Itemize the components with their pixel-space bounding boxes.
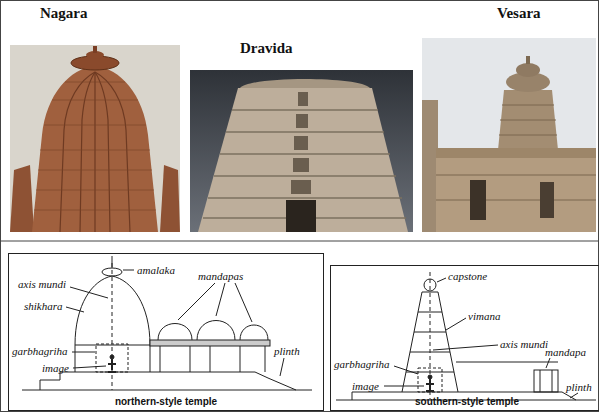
part-label: amalaka bbox=[137, 264, 175, 276]
style-title: Dravida bbox=[240, 40, 293, 57]
style-title: Vesara bbox=[497, 5, 541, 22]
dravida-photo bbox=[190, 70, 413, 232]
part-label: plinth bbox=[274, 345, 300, 357]
diagram-panel: northern-style temple bbox=[8, 253, 324, 411]
part-label: capstone bbox=[448, 270, 487, 282]
panel-caption: southern-style temple bbox=[331, 396, 599, 407]
panel-caption: northern-style temple bbox=[9, 396, 323, 407]
northern-temple-drawing bbox=[22, 256, 312, 390]
part-label: image bbox=[352, 380, 379, 392]
part-label: garbhagriha bbox=[334, 358, 390, 370]
part-label: mandapa bbox=[545, 346, 586, 358]
style-title: Nagara bbox=[40, 5, 88, 22]
part-label: garbhagriha bbox=[12, 345, 68, 357]
part-label: image bbox=[42, 362, 69, 374]
part-label: axis mundi bbox=[500, 338, 548, 350]
nagara-photo bbox=[10, 45, 180, 232]
southern-temple-drawing bbox=[336, 272, 596, 400]
part-label: mandapas bbox=[198, 270, 243, 282]
part-label: shikhara bbox=[24, 300, 63, 312]
vesara-photo bbox=[422, 38, 596, 232]
part-label: plinth bbox=[566, 381, 592, 393]
part-label: vimana bbox=[468, 310, 500, 322]
part-label: axis mundi bbox=[18, 278, 66, 290]
